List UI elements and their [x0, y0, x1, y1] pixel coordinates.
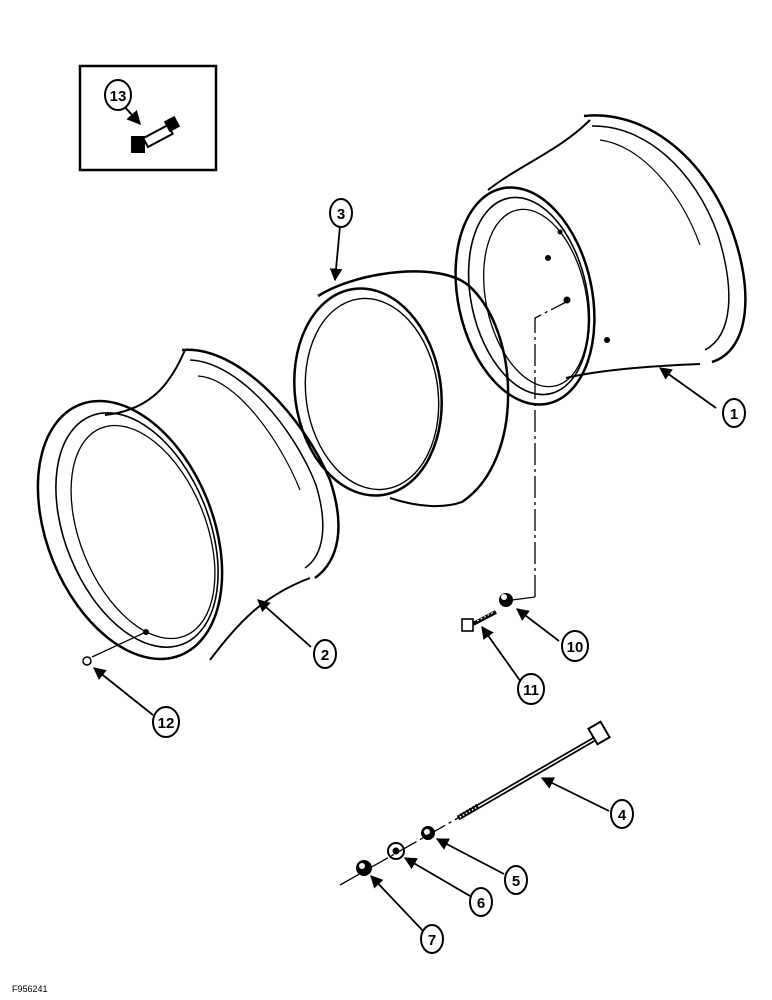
callout-1: 1: [722, 398, 746, 428]
nut-10: [499, 593, 513, 607]
figure-id: F956241: [12, 984, 48, 994]
callout-4: 4: [610, 799, 634, 829]
callout-10-label: 10: [567, 639, 584, 656]
callout-13: 13: [104, 79, 132, 111]
callout-11: 11: [517, 673, 545, 705]
wheel-rim-inner: [36, 348, 340, 661]
callout-12-label: 12: [158, 715, 175, 732]
callout-2-label: 2: [321, 647, 329, 664]
callout-10: 10: [561, 630, 589, 662]
valve-stem-part: [123, 105, 181, 153]
callout-4-label: 4: [618, 807, 627, 824]
wheel-rim-outer: [454, 114, 747, 406]
washer-5: [421, 826, 435, 840]
callout-6-label: 6: [477, 895, 485, 912]
callout-5: 5: [504, 865, 528, 895]
center-band: [293, 270, 510, 508]
callout-5-label: 5: [512, 873, 520, 890]
long-bolt-4: [456, 720, 611, 821]
leader-arrows: [93, 225, 717, 934]
nut-7: [356, 860, 372, 876]
washer-6: [387, 842, 405, 860]
callout-7-label: 7: [428, 932, 436, 949]
callout-12: 12: [152, 706, 180, 738]
callout-2: 2: [313, 639, 337, 669]
callout-1-label: 1: [730, 406, 738, 423]
callout-13-label: 13: [110, 88, 127, 105]
callout-3-label: 3: [337, 206, 345, 223]
callout-11-label: 11: [523, 682, 539, 699]
callout-3: 3: [329, 198, 353, 228]
callout-6: 6: [469, 887, 493, 917]
valve-inset: [78, 64, 218, 172]
assembly-lines: [91, 299, 571, 886]
callout-7: 7: [420, 924, 444, 954]
valve-hole-plug-12: [82, 656, 92, 666]
bolt-11: [461, 610, 497, 632]
